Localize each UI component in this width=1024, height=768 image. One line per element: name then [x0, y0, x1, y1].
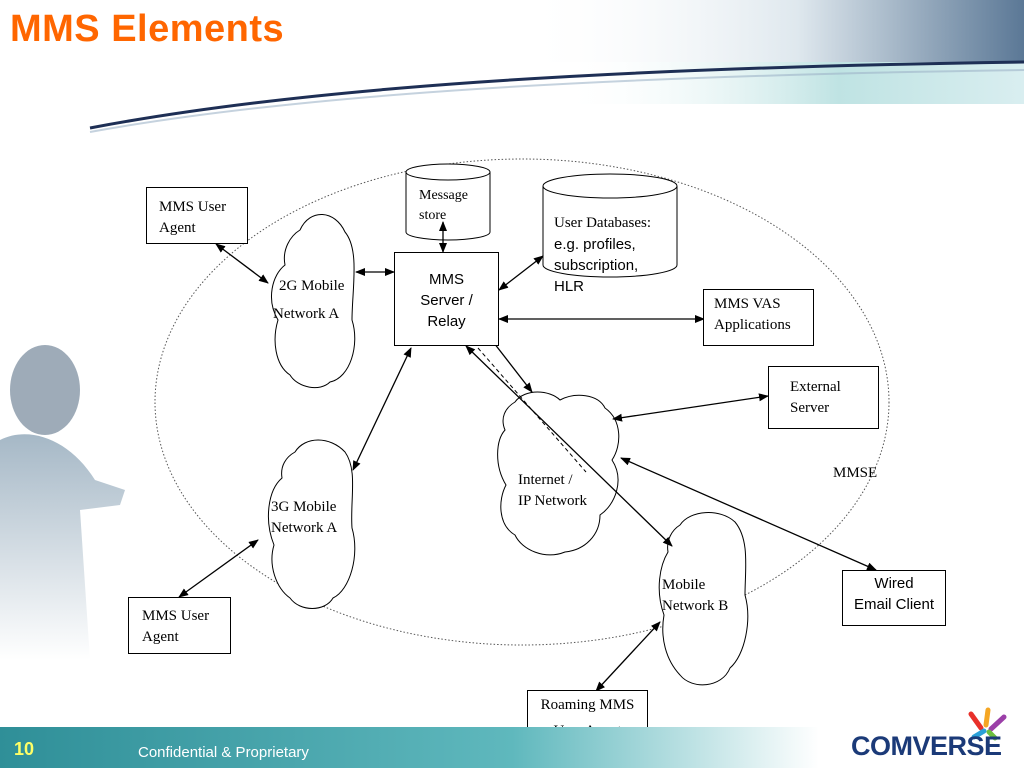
link-server-to-db	[498, 255, 544, 291]
network-2g-label: 2G Mobile Network A	[273, 278, 345, 322]
cloud-3g-network	[268, 439, 356, 609]
mmse-boundary	[154, 158, 890, 646]
page-number: 10	[14, 739, 35, 759]
mms-vas-applications: MMS VAS Applications	[703, 289, 814, 346]
mms-user-agent-bottom: MMS User Agent	[128, 597, 231, 654]
mms-server-relay: MMS Server / Relay	[394, 252, 499, 346]
footer-band	[0, 727, 1024, 768]
slide-title: MMS Elements	[10, 8, 285, 50]
link-external-to-internet	[612, 393, 769, 422]
user-databases-cylinder	[542, 173, 678, 278]
wired-email-client: Wired Email Client	[842, 570, 946, 626]
link-ua-top-to-2g	[215, 243, 269, 284]
internet-label: Internet / IP Network	[518, 472, 588, 509]
user-databases-label: User Databases: e.g. profiles, subscript…	[554, 215, 652, 295]
link-internet-to-email	[620, 457, 877, 571]
external-server: External Server	[768, 366, 879, 429]
mms-user-agent-top: MMS User Agent	[146, 187, 248, 244]
message-store-label: Message store	[419, 188, 468, 223]
link-network-b-to-roaming	[595, 621, 661, 692]
link-3g-to-ua-bottom	[178, 539, 259, 598]
comverse-logo-icon	[968, 707, 1007, 741]
comverse-logo-text: COMVERSE	[851, 731, 1002, 761]
person-illustration	[0, 345, 125, 660]
mmse-label: MMSE	[833, 465, 878, 481]
network-3g-label: 3G Mobile Network A	[271, 499, 338, 536]
mobile-network-b-label: Mobile Network B	[662, 577, 729, 614]
message-store-cylinder	[405, 163, 491, 241]
header-decoration	[89, 0, 1024, 133]
link-server-to-3g	[352, 347, 412, 471]
footer-confidential: Confidential & Proprietary	[138, 744, 309, 761]
cloud-2g-network	[271, 214, 356, 389]
